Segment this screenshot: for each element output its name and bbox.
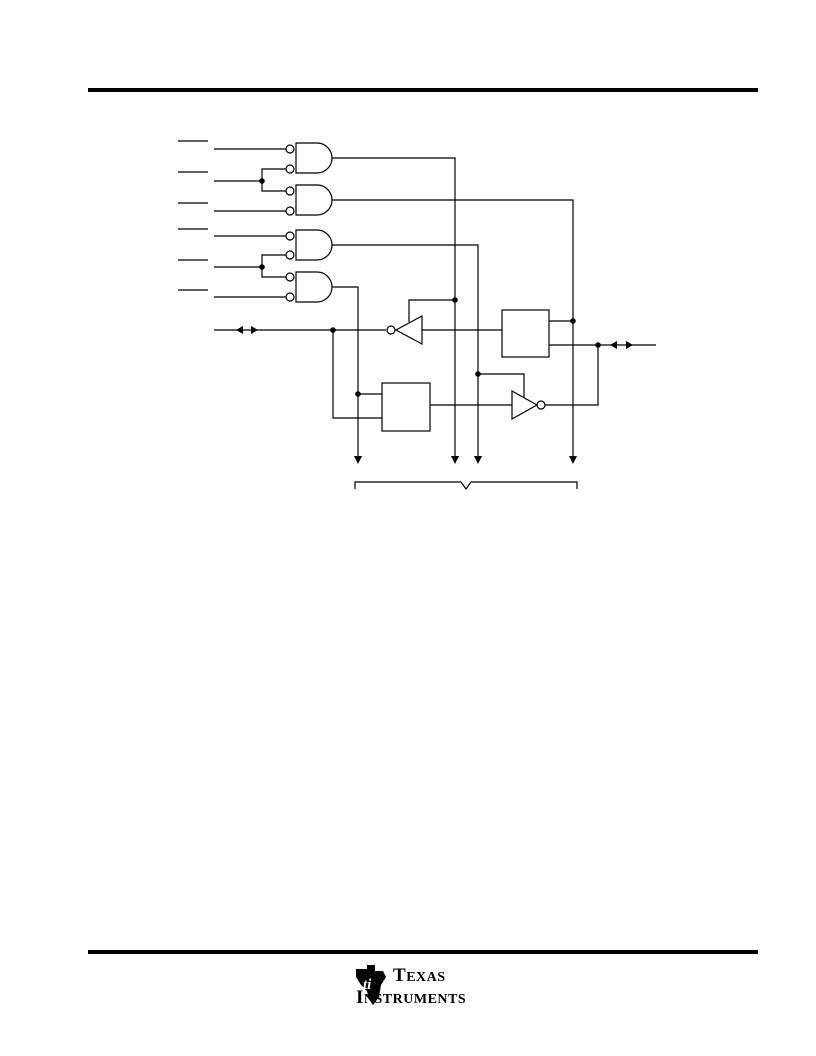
and-gate-1 bbox=[295, 142, 333, 174]
bus-arrow-1 bbox=[354, 456, 362, 464]
bus-arrow-4 bbox=[569, 456, 577, 464]
junction-dot bbox=[452, 297, 458, 303]
gate3-bubble-a bbox=[285, 231, 295, 241]
register-upper bbox=[501, 309, 550, 358]
gate2-bubble-b bbox=[285, 206, 295, 216]
junction-dot bbox=[259, 264, 265, 270]
input-line-5-split bbox=[261, 254, 286, 278]
register-lower bbox=[381, 382, 431, 432]
gate4-bubble-b bbox=[285, 292, 295, 302]
and-gate-3 bbox=[295, 229, 333, 261]
footer-rule bbox=[88, 950, 758, 954]
svg-text:ti: ti bbox=[363, 977, 372, 993]
gate1-bubble-a bbox=[285, 144, 295, 154]
junction-dot bbox=[259, 178, 265, 184]
brand-word-texas: TEXAS bbox=[393, 965, 446, 986]
junction-dots bbox=[259, 178, 601, 397]
brand-word-instruments: INSTRUMENTS bbox=[356, 987, 467, 1008]
left-io-arrow-right bbox=[251, 326, 258, 334]
gate1-output bbox=[332, 157, 456, 460]
ti-state-logo-icon: ti bbox=[356, 965, 386, 1005]
right-io-arrow-right bbox=[626, 341, 633, 349]
gate4-output bbox=[332, 286, 359, 460]
junction-dot bbox=[475, 371, 481, 377]
left-io-to-register bbox=[332, 330, 382, 419]
gate1-bubble-b bbox=[285, 164, 295, 174]
gate2-bubble-a bbox=[285, 186, 295, 196]
input-buffer-enable bbox=[408, 299, 455, 322]
junction-dot bbox=[355, 391, 361, 397]
gate3-output bbox=[332, 244, 479, 460]
input-line-2-split bbox=[261, 168, 286, 192]
output-buffer-to-io bbox=[545, 345, 599, 406]
bus-arrow-2 bbox=[451, 456, 459, 464]
texas-instruments-logo: ti TEXAS INSTRUMENTS bbox=[353, 963, 498, 1015]
and-gate-4 bbox=[295, 271, 333, 303]
bus-arrow-3 bbox=[474, 456, 482, 464]
junction-dot bbox=[595, 342, 601, 348]
gate3-bubble-b bbox=[285, 250, 295, 260]
junction-dot bbox=[330, 327, 336, 333]
gate4-bubble-a bbox=[285, 272, 295, 282]
gate2-output bbox=[332, 199, 574, 460]
junction-dot bbox=[570, 318, 576, 324]
bus-brace bbox=[354, 481, 578, 491]
header-rule bbox=[88, 88, 758, 92]
right-io-arrow-left bbox=[610, 341, 617, 349]
and-gate-2 bbox=[295, 184, 333, 216]
input-buffer-bubble bbox=[386, 325, 396, 335]
output-buffer-enable bbox=[478, 373, 525, 398]
left-io-arrow-left bbox=[236, 326, 243, 334]
